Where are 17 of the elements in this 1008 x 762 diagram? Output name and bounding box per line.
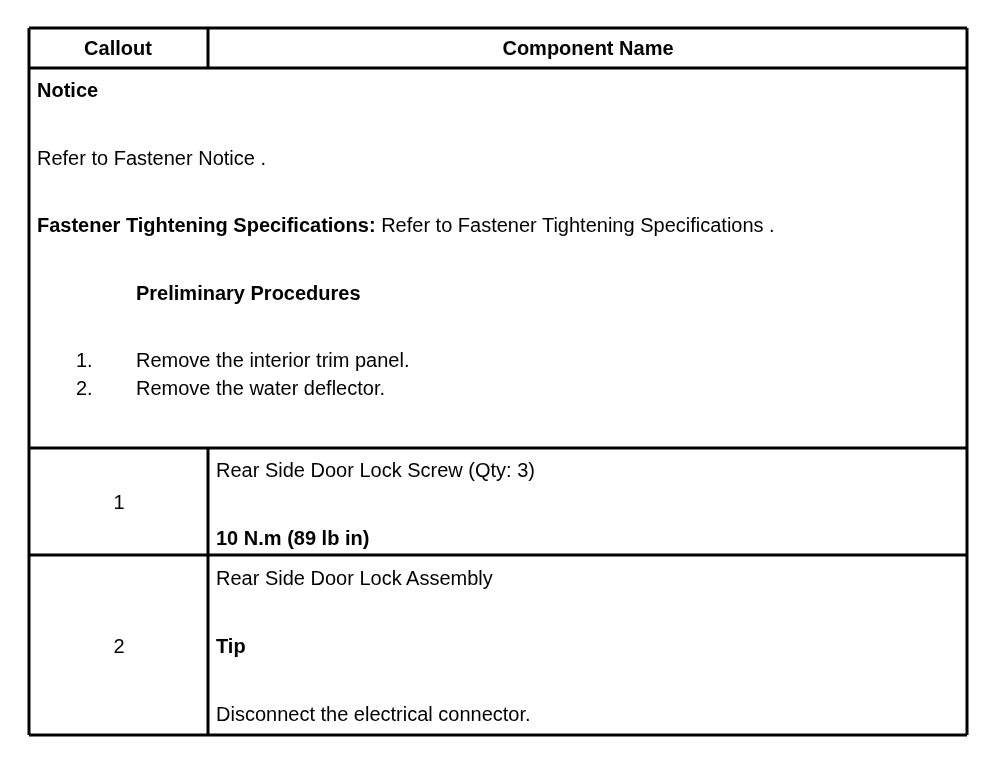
component-name: Rear Side Door Lock Assembly — [216, 566, 493, 590]
column-header: Component Name — [502, 36, 674, 60]
tip-heading: Tip — [216, 634, 246, 658]
step-text: Remove the interior trim panel. — [136, 348, 410, 372]
step-number: 1. — [76, 348, 93, 372]
torque-value: 10 N.m (89 lb in) — [216, 526, 370, 550]
callout-number: 1 — [113, 490, 125, 514]
tip-text: Disconnect the electrical connector. — [216, 702, 531, 726]
column-header: Callout — [84, 36, 152, 60]
step-number: 2. — [76, 376, 93, 400]
notice-text: Refer to Fastener Notice . — [37, 146, 266, 170]
callout-number: 2 — [113, 634, 125, 658]
section-heading: Preliminary Procedures — [136, 281, 361, 305]
specification-text: Fastener Tightening Specifications: Refer to Fastener Tightening Specifications . — [37, 213, 775, 237]
notice-heading: Notice — [37, 78, 99, 102]
step-text: Remove the water deflector. — [136, 376, 385, 400]
component-name: Rear Side Door Lock Screw (Qty: 3) — [216, 458, 535, 482]
